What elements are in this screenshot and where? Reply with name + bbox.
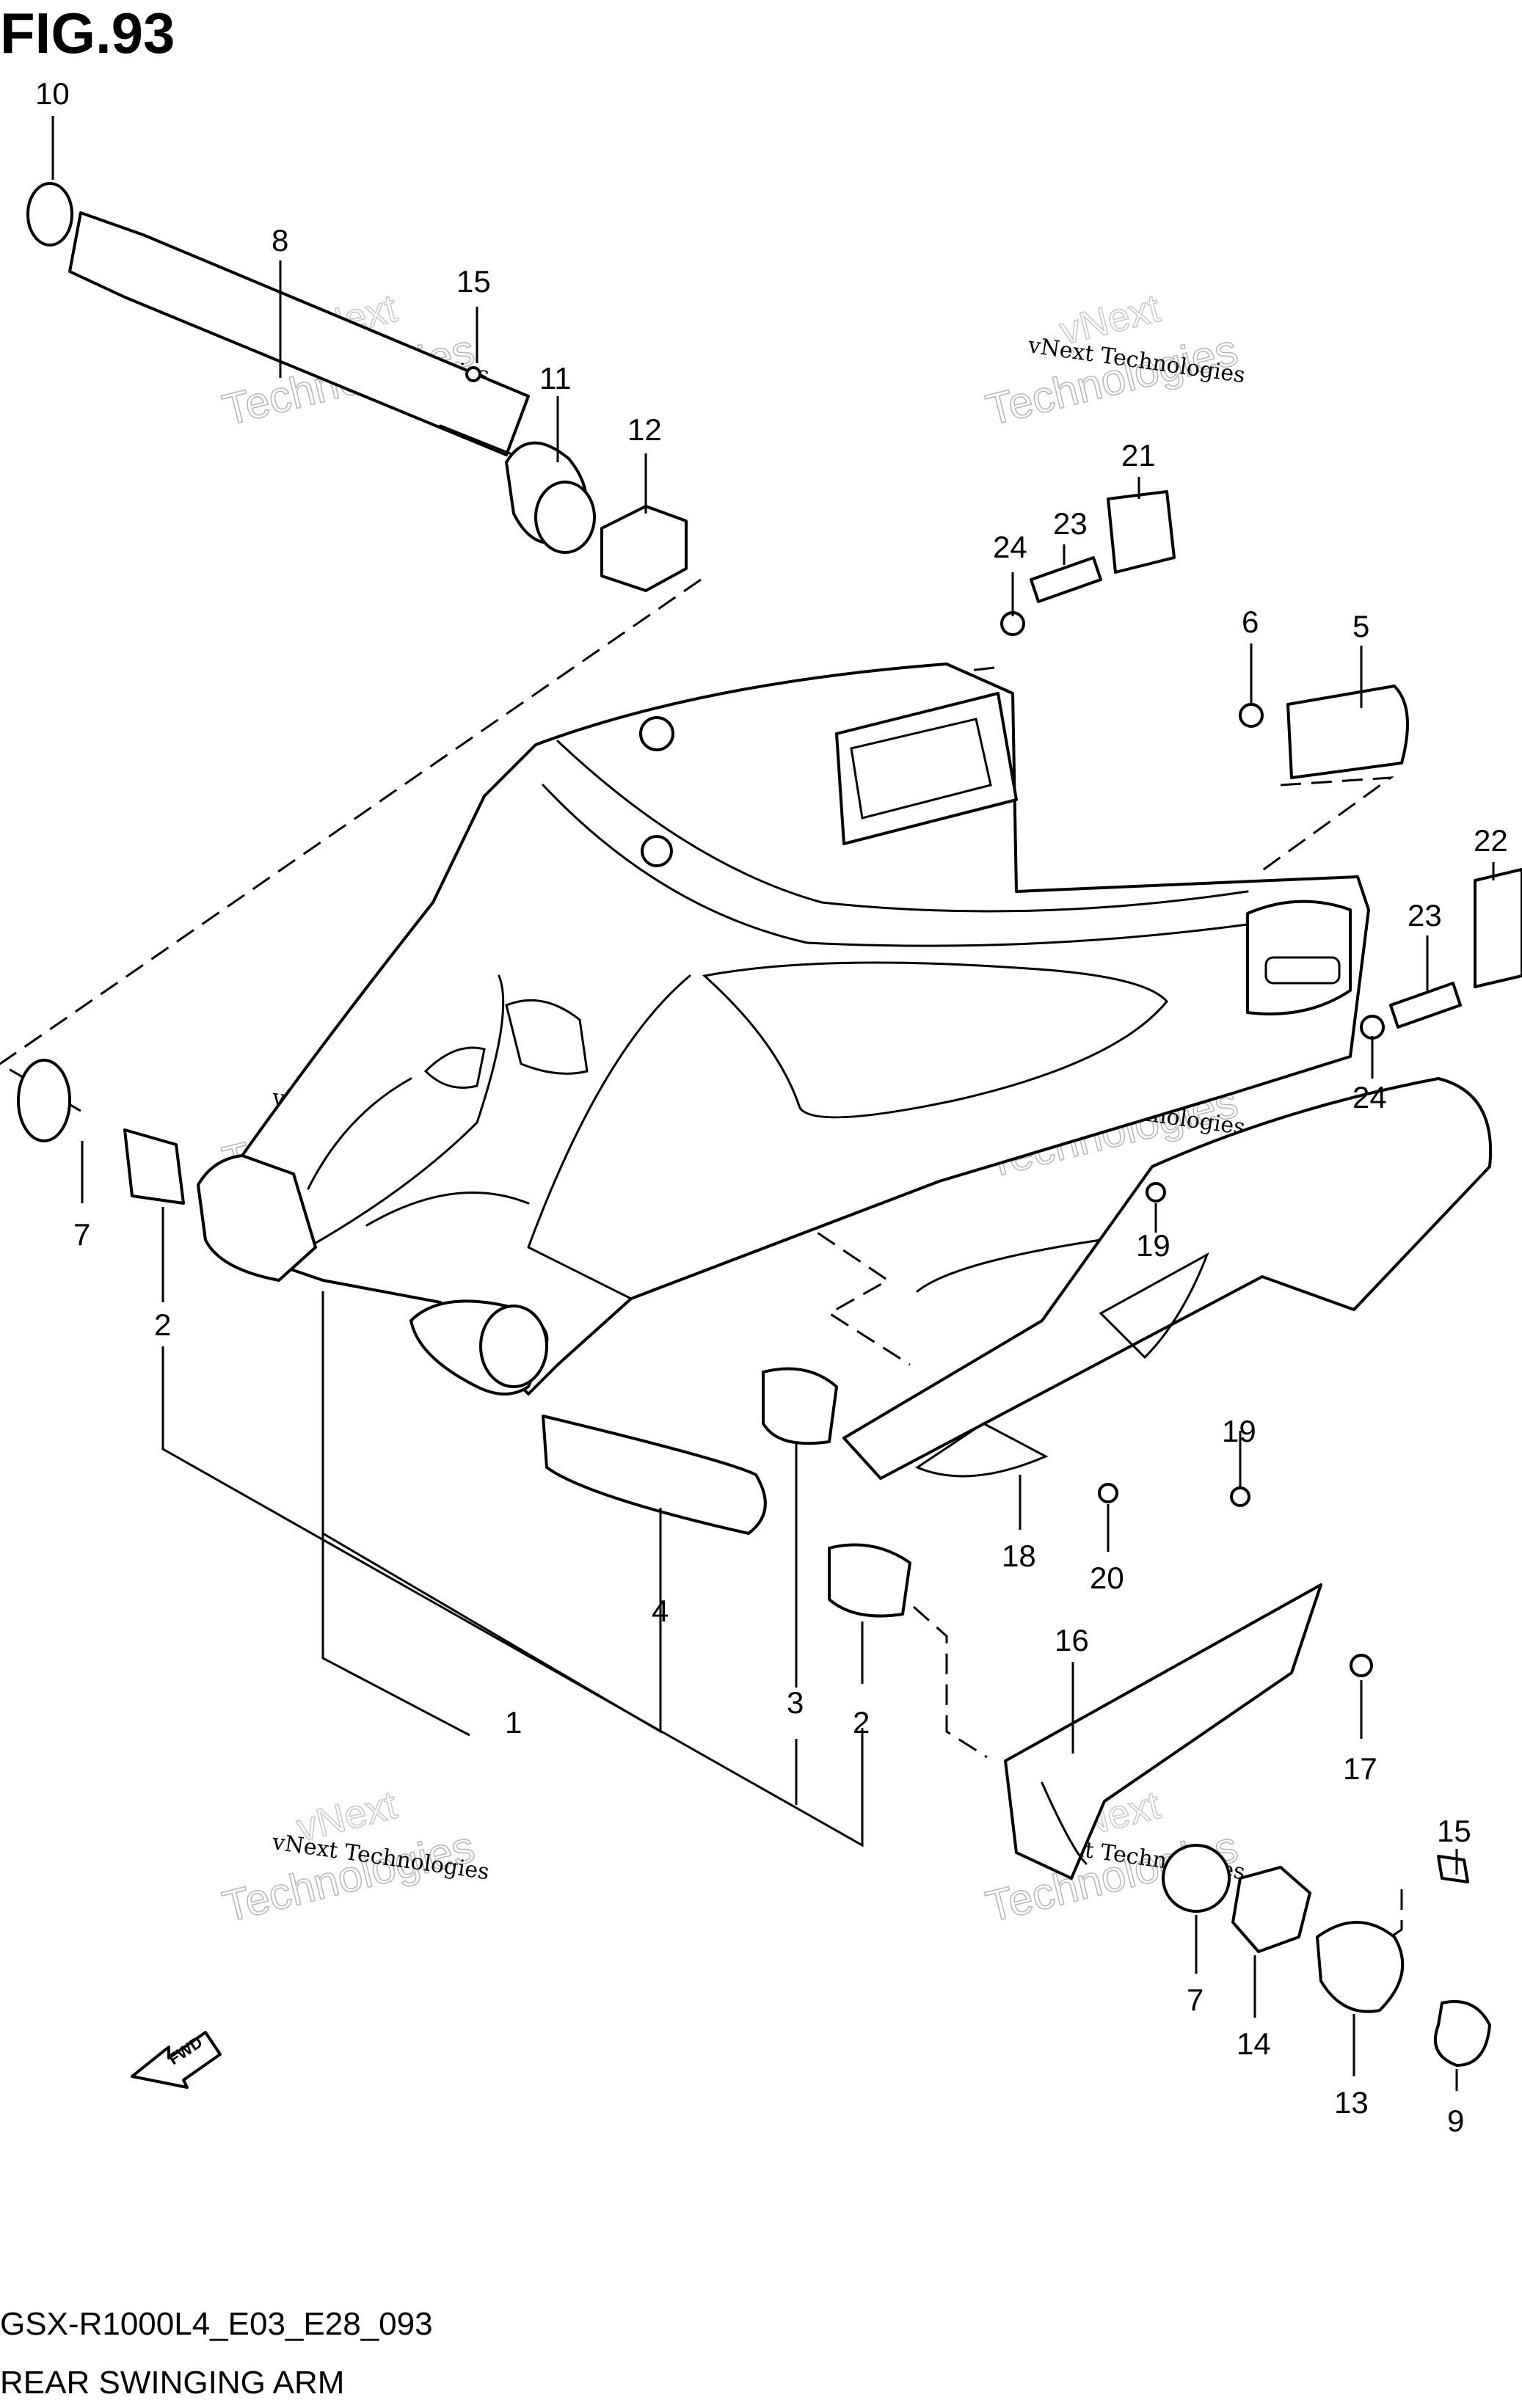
part-18-chain-case [842, 1077, 1493, 1480]
part-label-8: 8 [272, 223, 288, 258]
part-label-20: 20 [1090, 1561, 1124, 1595]
adjuster-parts [1000, 490, 1522, 1040]
part-8-shaft [68, 211, 530, 456]
diagram-name: REAR SWINGING ARM [0, 2365, 344, 2401]
part-4-spacer [542, 1415, 767, 1535]
part-21-block [1107, 490, 1176, 574]
part-label-2: 2 [154, 1307, 171, 1342]
part-15-bolt-b [1437, 1855, 1469, 1883]
part-label-2b: 2 [853, 1705, 870, 1740]
part-9-nut [1434, 2000, 1491, 2067]
swingarm-body [197, 663, 1370, 1395]
pivot-parts [17, 182, 911, 1618]
part-label-14: 14 [1237, 2026, 1271, 2061]
part-24-washer-b [1360, 1015, 1385, 1040]
part-label-15b: 15 [1437, 1814, 1471, 1848]
part-17-screw [1350, 1654, 1373, 1677]
part-2-bearing-b [828, 1543, 911, 1618]
part-label-4: 4 [652, 1594, 669, 1628]
part-label-12: 12 [627, 412, 662, 447]
part-19-bolt-a [1146, 1182, 1166, 1203]
figure-title: FIG.93 [0, 1, 175, 65]
fwd-arrow-icon [131, 2031, 222, 2089]
part-23-bolt-b [1389, 982, 1462, 1029]
part-label-13: 13 [1334, 2085, 1369, 2120]
watermark-bottom-left: vNext Technologies vNext Technologies [217, 1782, 491, 1932]
part-label-1: 1 [505, 1705, 522, 1740]
part-label-3: 3 [787, 1685, 804, 1720]
part-label-6: 6 [1242, 605, 1259, 639]
part-15-bolt [465, 366, 481, 382]
part-label-7b: 7 [1187, 1982, 1204, 2017]
part-label-11: 11 [539, 361, 572, 395]
part-14-locknut [1231, 1866, 1311, 1953]
part-7-washer [1162, 1844, 1231, 1913]
part-label-23b: 23 [1408, 898, 1442, 933]
part-23-bolt-a [1030, 556, 1102, 603]
part-label-19: 19 [1136, 1228, 1170, 1263]
part-6-screw [1239, 703, 1264, 728]
part-label-9: 9 [1447, 2104, 1464, 2138]
part-3-bearing [762, 1367, 838, 1445]
watermark-top-right: vNext Technologies vNext Technologies [980, 285, 1247, 435]
part-label-10: 10 [35, 76, 70, 111]
part-label-17: 17 [1343, 1751, 1377, 1786]
part-label-24b: 24 [1352, 1080, 1387, 1114]
part-label-16: 16 [1055, 1623, 1089, 1657]
part-labels: 10 8 15 11 12 21 23 24 6 5 22 23 24 7 2 … [35, 76, 1508, 2138]
part-label-21: 21 [1121, 438, 1156, 473]
part-label-18: 18 [1002, 1539, 1036, 1573]
fwd-marker: FWD [131, 2031, 222, 2089]
part-label-5: 5 [1352, 609, 1369, 643]
part-19-bolt-b [1230, 1486, 1250, 1507]
leader-lines [51, 116, 1495, 2091]
part-22-block [1474, 868, 1522, 988]
part-label-24: 24 [993, 530, 1027, 564]
chain-parts [842, 1077, 1493, 2067]
part-label-22: 22 [1474, 823, 1508, 858]
part-13-adjuster [1316, 1921, 1405, 2013]
part-label-23: 23 [1053, 506, 1088, 541]
part-5-plate [1286, 685, 1409, 779]
part-label-7: 7 [73, 1217, 90, 1252]
part-2-bearing [123, 1128, 185, 1205]
part-7-collar [17, 1059, 71, 1142]
part-20-bolt [1098, 1483, 1118, 1503]
part-label-15: 15 [456, 264, 491, 299]
model-code: GSX-R1000L4_E03_E28_093 [0, 2306, 433, 2342]
part-12-locknut [600, 505, 688, 592]
part-10-nut [26, 182, 73, 247]
part-label-19b: 19 [1222, 1414, 1256, 1448]
part-16-slider [1004, 1583, 1322, 1880]
